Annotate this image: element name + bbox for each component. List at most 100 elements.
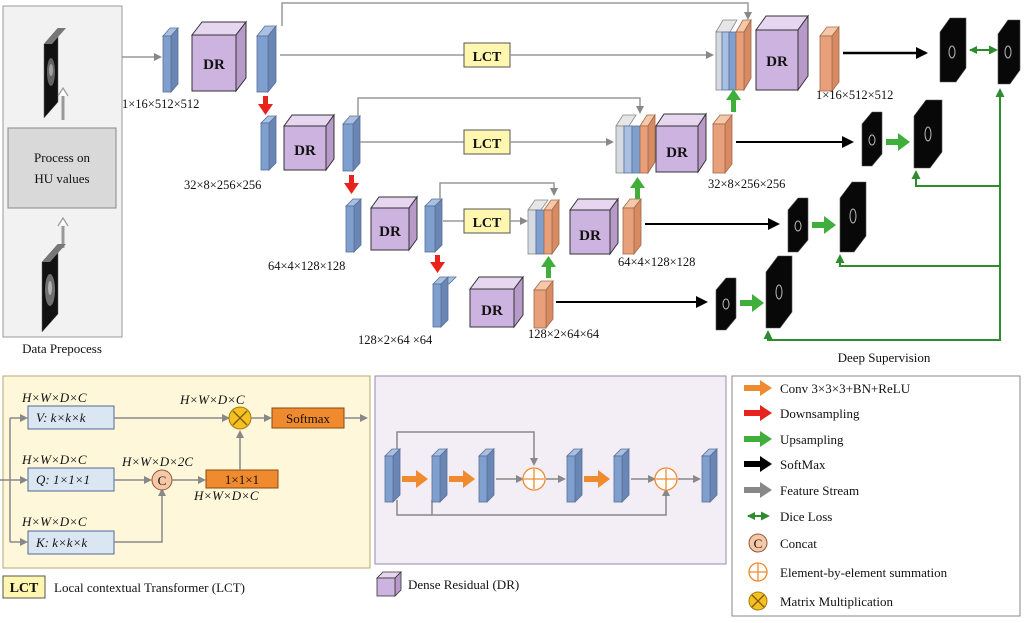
dr-conv-arrow-1	[402, 470, 428, 488]
dr-detail-slab-4	[566, 448, 583, 503]
legend-panel: Conv 3×3×3+BN+ReLU Downsampling Upsampli…	[731, 375, 1021, 617]
enc3-dim-label: 64×4×128×128	[268, 259, 345, 273]
dec1-dim-label: 1×16×512×512	[816, 88, 893, 102]
dec3-concat-stack	[527, 198, 560, 256]
softmax-label: Softmax	[286, 411, 331, 426]
dec1-dr-label: DR	[766, 54, 788, 70]
dr-sum-node-1	[522, 467, 546, 491]
enc2-dr-block: DR	[283, 113, 335, 172]
q-box-label: Q: 1×1×1	[36, 472, 90, 487]
enc1-input-slab	[162, 26, 179, 94]
upsample-arrow-3-2	[630, 177, 645, 199]
conv-1x1-box	[205, 469, 279, 489]
v-box-label: V: k×k×k	[36, 410, 86, 425]
dec4-dim-label: 128×2×64×64	[528, 327, 600, 341]
upsample-output-arrow-4	[740, 294, 764, 312]
enc-level-4: DR 128×2×64 ×64 128×2×64×64	[358, 275, 600, 347]
enc1-output-slab	[256, 24, 277, 94]
preprocess-panel: Process on HU values Data Prepocess	[2, 5, 123, 356]
legend-softmax-icon	[744, 456, 772, 472]
lct-block-1-label: LCT	[473, 50, 502, 65]
output-scan-4	[715, 277, 737, 331]
legend-sum-text: Element-by-element summation	[780, 565, 948, 580]
preprocess-caption: Data Prepocess	[22, 341, 102, 356]
dr-detail-slab-1	[384, 448, 401, 503]
enc4-dr-label: DR	[481, 303, 503, 319]
mult-dim: H×W×D×C	[179, 392, 245, 407]
deep-supervision-lines	[763, 88, 1005, 341]
dr-legend-text: Dense Residual (DR)	[408, 577, 519, 592]
legend-concat-symbol: C	[754, 536, 763, 551]
lct-legend-text: Local contextual Transformer (LCT)	[54, 580, 245, 595]
upsample-arrow-4-3	[541, 256, 556, 278]
lct-block-3-label: LCT	[473, 216, 502, 231]
ground-truth-scan	[997, 19, 1021, 85]
legend-up-icon	[744, 431, 772, 447]
dec1-output-slab	[819, 25, 840, 93]
legend-down-text: Downsampling	[780, 406, 860, 421]
enc1-dr-label: DR	[203, 57, 225, 73]
deep-supervision-label: Deep Supervision	[838, 350, 931, 365]
lct-block-2-label: LCT	[473, 137, 502, 152]
upsample-output-arrow-3	[812, 216, 836, 234]
dr-conv-arrow-2	[449, 470, 475, 488]
legend-concat-text: Concat	[780, 536, 817, 551]
legend-dice-text: Dice Loss	[780, 509, 832, 524]
enc-level-2: DR 32×8×256×256	[184, 113, 361, 192]
concat-dim: H×W×D×2C	[121, 454, 193, 469]
dec1-concat-stack	[715, 18, 752, 92]
enc3-input-slab	[345, 198, 362, 253]
hu-process-box	[7, 127, 117, 209]
legend-mult-icon	[748, 591, 768, 611]
upsample-output-arrow-2	[886, 133, 910, 151]
downsample-arrow-1	[258, 96, 273, 115]
dr-conv-arrow-3	[584, 470, 610, 488]
hu-process-text-2: HU values	[34, 171, 89, 186]
lct-block-2	[463, 129, 511, 155]
enc4-dr-block: DR	[469, 275, 524, 329]
downsample-arrow-3	[430, 255, 445, 273]
dr-legend-cube	[376, 571, 402, 597]
downsample-arrow-2	[344, 175, 359, 194]
dr-detail-slab-5	[613, 448, 630, 503]
q-dim: H×W×D×C	[21, 452, 87, 467]
legend-mult-text: Matrix Multiplication	[780, 594, 894, 609]
enc1-dim-label: 1×16×512×512	[122, 97, 199, 111]
enc-level-1: DR 1×16×512×512	[122, 20, 277, 111]
enc2-dim-label: 32×8×256×256	[184, 178, 261, 192]
concat-node-symbol: C	[158, 473, 167, 488]
skip-connection-3-top	[439, 182, 558, 199]
output-scan-2	[861, 111, 883, 167]
enc2-output-slab	[342, 114, 361, 173]
dec2-output-slab	[712, 113, 733, 175]
output-scan-1	[939, 17, 967, 83]
enc4-output-slab	[533, 279, 554, 330]
dr-sum-node-2	[654, 467, 678, 491]
dec2-dr-block: DR	[655, 112, 707, 174]
dec2-dr-label: DR	[666, 145, 688, 161]
enc3-output-slab	[424, 198, 443, 253]
upscaled-scan-3	[839, 181, 867, 253]
legend-conv-text: Conv 3×3×3+BN+ReLU	[780, 381, 911, 396]
lct-detail-panel: H×W×D×C V: k×k×k H×W×D×C Q: 1×1×1 H×W×D×…	[0, 375, 371, 569]
output-scan-3	[787, 197, 809, 253]
dr-detail-panel	[374, 375, 727, 565]
legend-conv-icon	[744, 380, 772, 396]
legend-up-text: Upsampling	[780, 432, 844, 447]
legend-concat-icon	[748, 533, 768, 553]
legend-feature-text: Feature Stream	[780, 483, 859, 498]
legend-softmax-text: SoftMax	[780, 457, 826, 472]
enc2-dr-label: DR	[294, 143, 316, 159]
enc-level-3: DR 64×4×128×128	[268, 195, 443, 273]
dec-level-1: DR 1×16×512×512	[715, 14, 893, 102]
lct-legend-badge	[2, 575, 46, 599]
upscaled-scan-2	[913, 99, 943, 169]
dec1-dr-block: DR	[755, 14, 809, 92]
dec3-dim-label: 64×4×128×128	[618, 255, 695, 269]
enc1-dr-block: DR	[190, 20, 248, 93]
enc4-dim-label: 128×2×64 ×64	[358, 333, 433, 347]
dec3-dr-label: DR	[579, 228, 601, 244]
k-box-label: K: k×k×k	[35, 535, 87, 550]
dr-detail-slab-2	[431, 448, 448, 503]
